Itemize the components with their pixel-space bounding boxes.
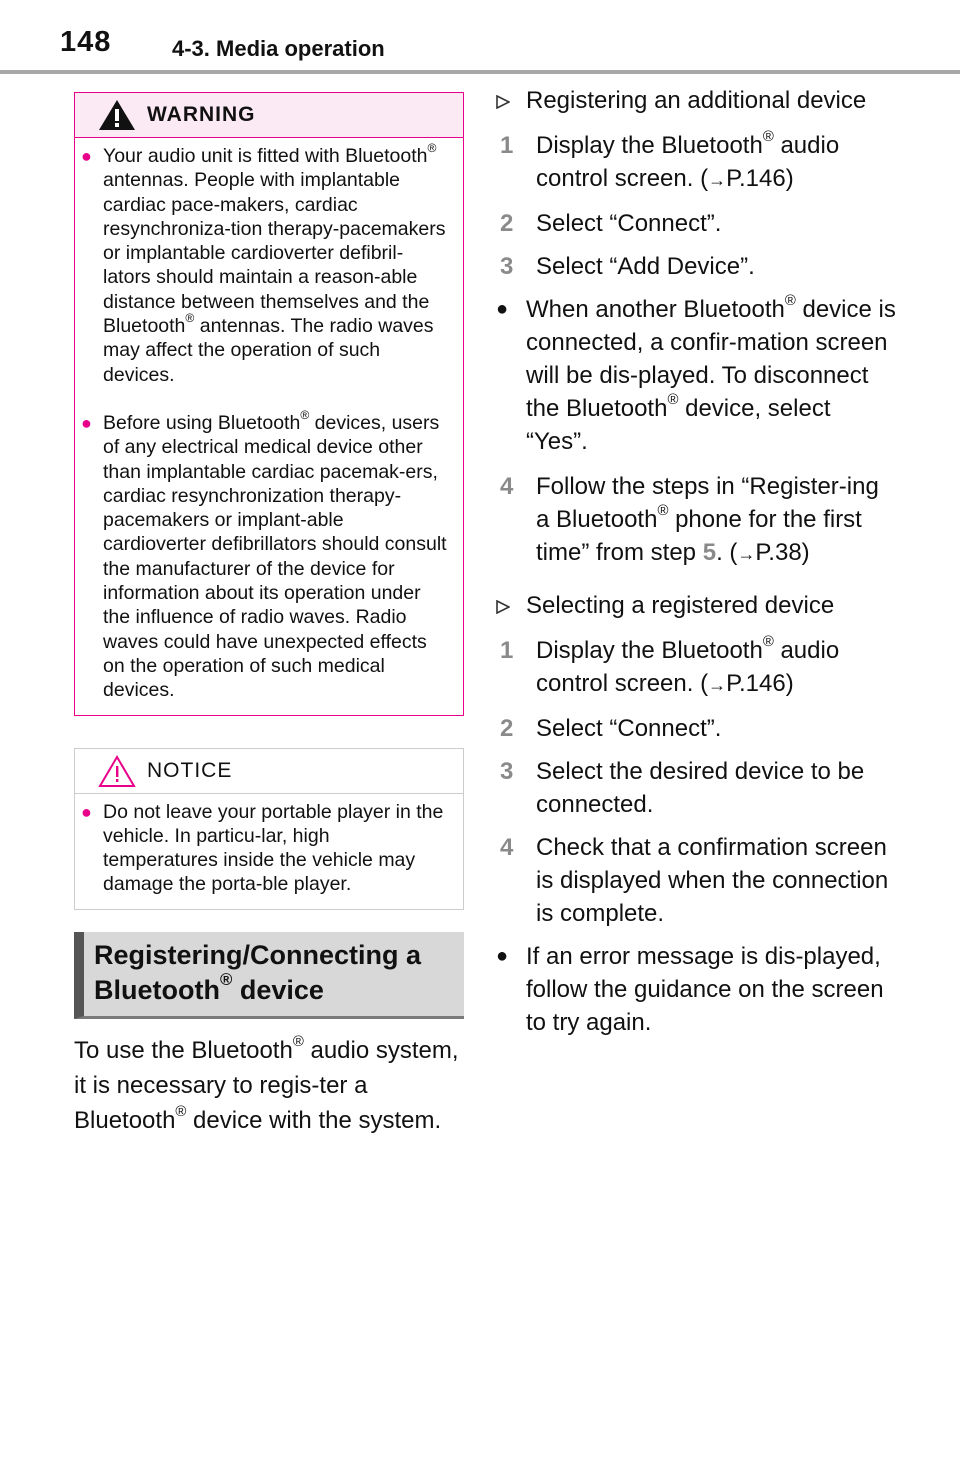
bullet-dot-icon: ● <box>496 298 509 320</box>
page-header: 148 4-3. Media operation <box>0 0 960 76</box>
left-column: WARNING ● Your audio unit is fitted with… <box>74 92 464 1138</box>
notice-title: NOTICE <box>147 758 233 782</box>
section-heading: Registering/Connecting a Bluetooth® devi… <box>74 931 464 1019</box>
arrow-icon: → <box>737 544 756 564</box>
step: 1 Display the Bluetooth® audio control s… <box>500 129 840 192</box>
arrow-icon: → <box>708 675 727 695</box>
step: 1 Display the Bluetooth® audio control s… <box>500 634 840 697</box>
page-reference-link[interactable]: P.146) <box>726 165 794 192</box>
step: 2 Select “Connect”. <box>500 210 722 237</box>
warning-header: WARNING <box>75 93 463 138</box>
intro-paragraph: To use the Bluetooth® audio system, it i… <box>74 1033 459 1134</box>
header-rule <box>0 70 960 74</box>
step: 2 Select “Connect”. <box>500 715 722 742</box>
step: 4 Check that a confirmation screen is di… <box>500 834 889 927</box>
page-reference-link[interactable]: P.38) <box>755 539 810 566</box>
triangle-marker-icon <box>496 600 510 614</box>
step-reference: 5 <box>702 539 717 566</box>
triangle-marker-icon <box>496 95 510 109</box>
page-reference-link[interactable]: P.146) <box>726 670 794 697</box>
step: 3 Select “Add Device”. <box>500 253 755 280</box>
right-column: Registering an additional device 1 Displ… <box>496 84 896 1051</box>
caution-triangle-icon <box>98 754 136 787</box>
note-point: ● When another Bluetooth® device is conn… <box>496 293 896 458</box>
arrow-icon: → <box>708 170 727 190</box>
warning-item: ● Before using Bluetooth® devices, users… <box>81 408 447 702</box>
step: 3 Select the desired device to be connec… <box>500 758 865 818</box>
notice-box: NOTICE ● Do not leave your portable play… <box>74 747 464 910</box>
bullet-dot-icon: ● <box>81 146 92 166</box>
notice-item: ● Do not leave your portable player in t… <box>81 800 444 896</box>
note-point: ● If an error message is dis-played, fol… <box>496 940 896 1039</box>
warning-title: WARNING <box>147 103 256 126</box>
step: 4 Follow the steps in “Register-ing a Bl… <box>500 473 879 566</box>
warning-item: ● Your audio unit is fitted with Bluetoo… <box>81 141 446 386</box>
subheading-additional: Registering an additional device <box>496 84 896 117</box>
warning-triangle-icon <box>99 100 135 130</box>
warning-box: WARNING ● Your audio unit is fitted with… <box>74 92 464 716</box>
bullet-dot-icon: ● <box>81 801 92 822</box>
page-number: 148 <box>60 26 112 58</box>
bullet-dot-icon: ● <box>81 412 92 433</box>
section-title: 4-3. Media operation <box>172 36 385 61</box>
notice-header: NOTICE <box>75 749 463 794</box>
subheading-selecting: Selecting a registered device <box>496 589 896 622</box>
bullet-dot-icon: ● <box>496 945 509 967</box>
